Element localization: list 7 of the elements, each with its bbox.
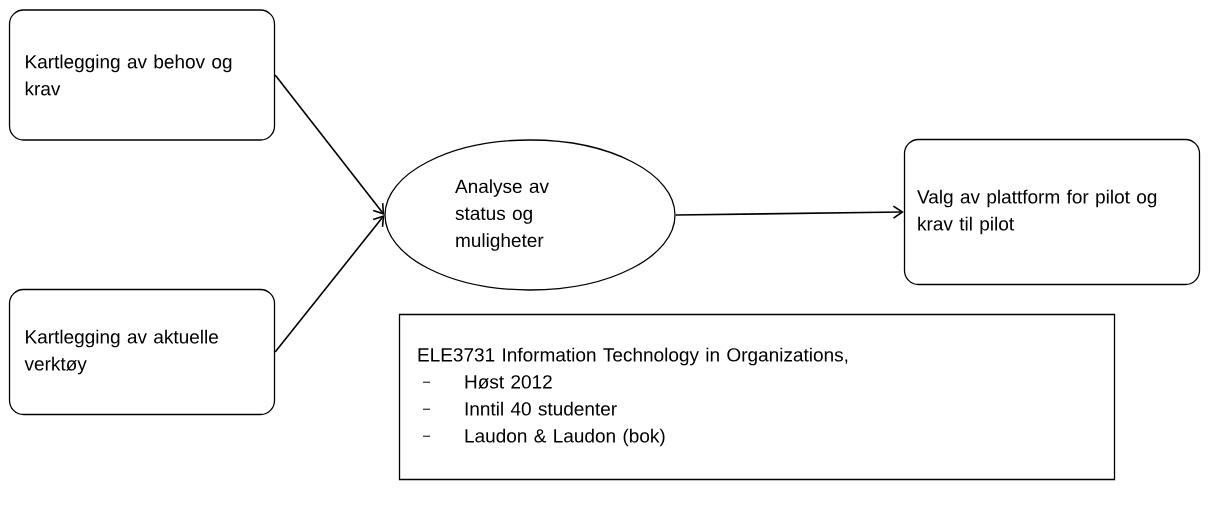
arrow (274, 74, 385, 215)
process-box: Kartlegging av behov og krav (8, 9, 276, 141)
note-box: ELE3731 Information Technology in Organizations, Høst 2012 Inntil 40 studenter Laudon & Laudon (bok) (398, 313, 1116, 481)
arrow (674, 205, 904, 219)
arrow (274, 215, 385, 353)
result-box: Valg av plattform for pilot og krav til pilot (903, 138, 1201, 286)
process-box: Kartlegging av aktuelle verktøy (8, 288, 276, 416)
